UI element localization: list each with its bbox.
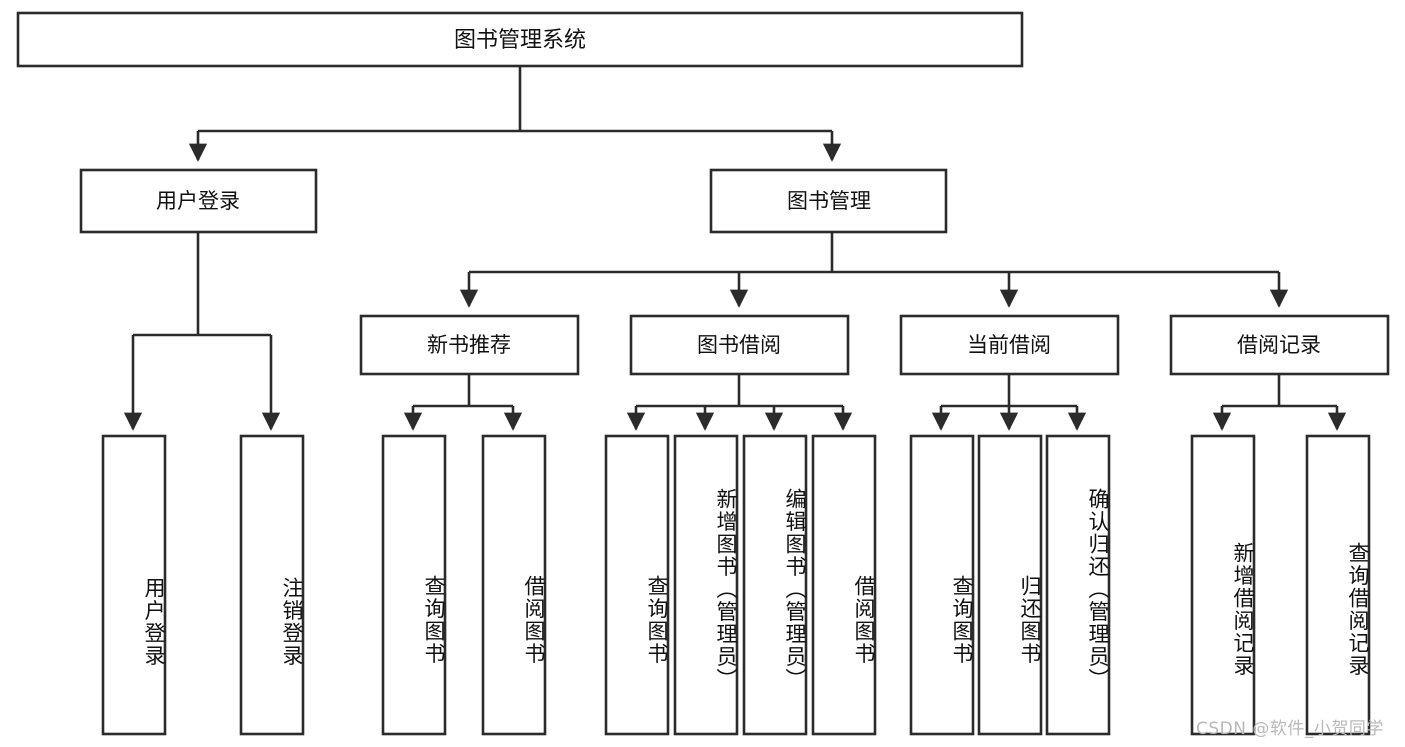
- leaf-box-borrow-borrow-book[interactable]: [811, 434, 877, 736]
- node-book-manage[interactable]: 图书管理: [709, 168, 948, 234]
- connector-book-borrow-to-leaves: [626, 374, 853, 431]
- leaf-box-record-query[interactable]: [1305, 434, 1371, 736]
- node-borrow-record-label: 借阅记录: [1237, 333, 1321, 357]
- leaf-box-borrow-add-book[interactable]: [673, 434, 739, 736]
- leaf-box-user-logout[interactable]: [239, 434, 305, 736]
- node-book-borrow-label: 图书借阅: [697, 333, 781, 357]
- node-borrow-record[interactable]: 借阅记录: [1169, 314, 1390, 376]
- node-current-borrow[interactable]: 当前借阅: [899, 314, 1120, 376]
- connector-current-borrow-to-leaves: [931, 374, 1087, 431]
- connector-borrow-record-to-leaves: [1212, 374, 1347, 431]
- leaf-box-current-return-book[interactable]: [977, 434, 1043, 736]
- leaf-box-user-login[interactable]: [101, 434, 167, 736]
- leaf-box-recommend-query-book[interactable]: [381, 434, 447, 736]
- node-current-borrow-label: 当前借阅: [967, 333, 1051, 357]
- csdn-watermark: CSDN @软件_小贺同学: [1196, 719, 1384, 739]
- node-root-label: 图书管理系统: [454, 28, 586, 53]
- leaf-box-borrow-query-book[interactable]: [604, 434, 670, 736]
- node-root[interactable]: 图书管理系统: [16, 11, 1024, 68]
- node-book-manage-label: 图书管理: [787, 189, 871, 213]
- node-new-book-recommend[interactable]: 新书推荐: [359, 314, 580, 376]
- node-user-login-label: 用户登录: [156, 189, 240, 213]
- leaf-box-record-add[interactable]: [1190, 434, 1256, 736]
- node-user-login[interactable]: 用户登录: [79, 168, 318, 234]
- connector-root-to-level2: [188, 66, 842, 162]
- leaf-box-recommend-borrow-book[interactable]: [481, 434, 547, 736]
- leaf-box-borrow-edit-book[interactable]: [742, 434, 808, 736]
- connector-user-login-to-leaves: [123, 232, 281, 431]
- connector-book-manage-to-level3: [459, 232, 1289, 308]
- node-book-borrow[interactable]: 图书借阅: [629, 314, 850, 376]
- leaf-box-current-confirm-return[interactable]: [1045, 434, 1111, 736]
- connector-new-book-to-leaves: [403, 374, 523, 431]
- leaf-box-current-query-book[interactable]: [909, 434, 975, 736]
- node-new-book-recommend-label: 新书推荐: [427, 333, 511, 357]
